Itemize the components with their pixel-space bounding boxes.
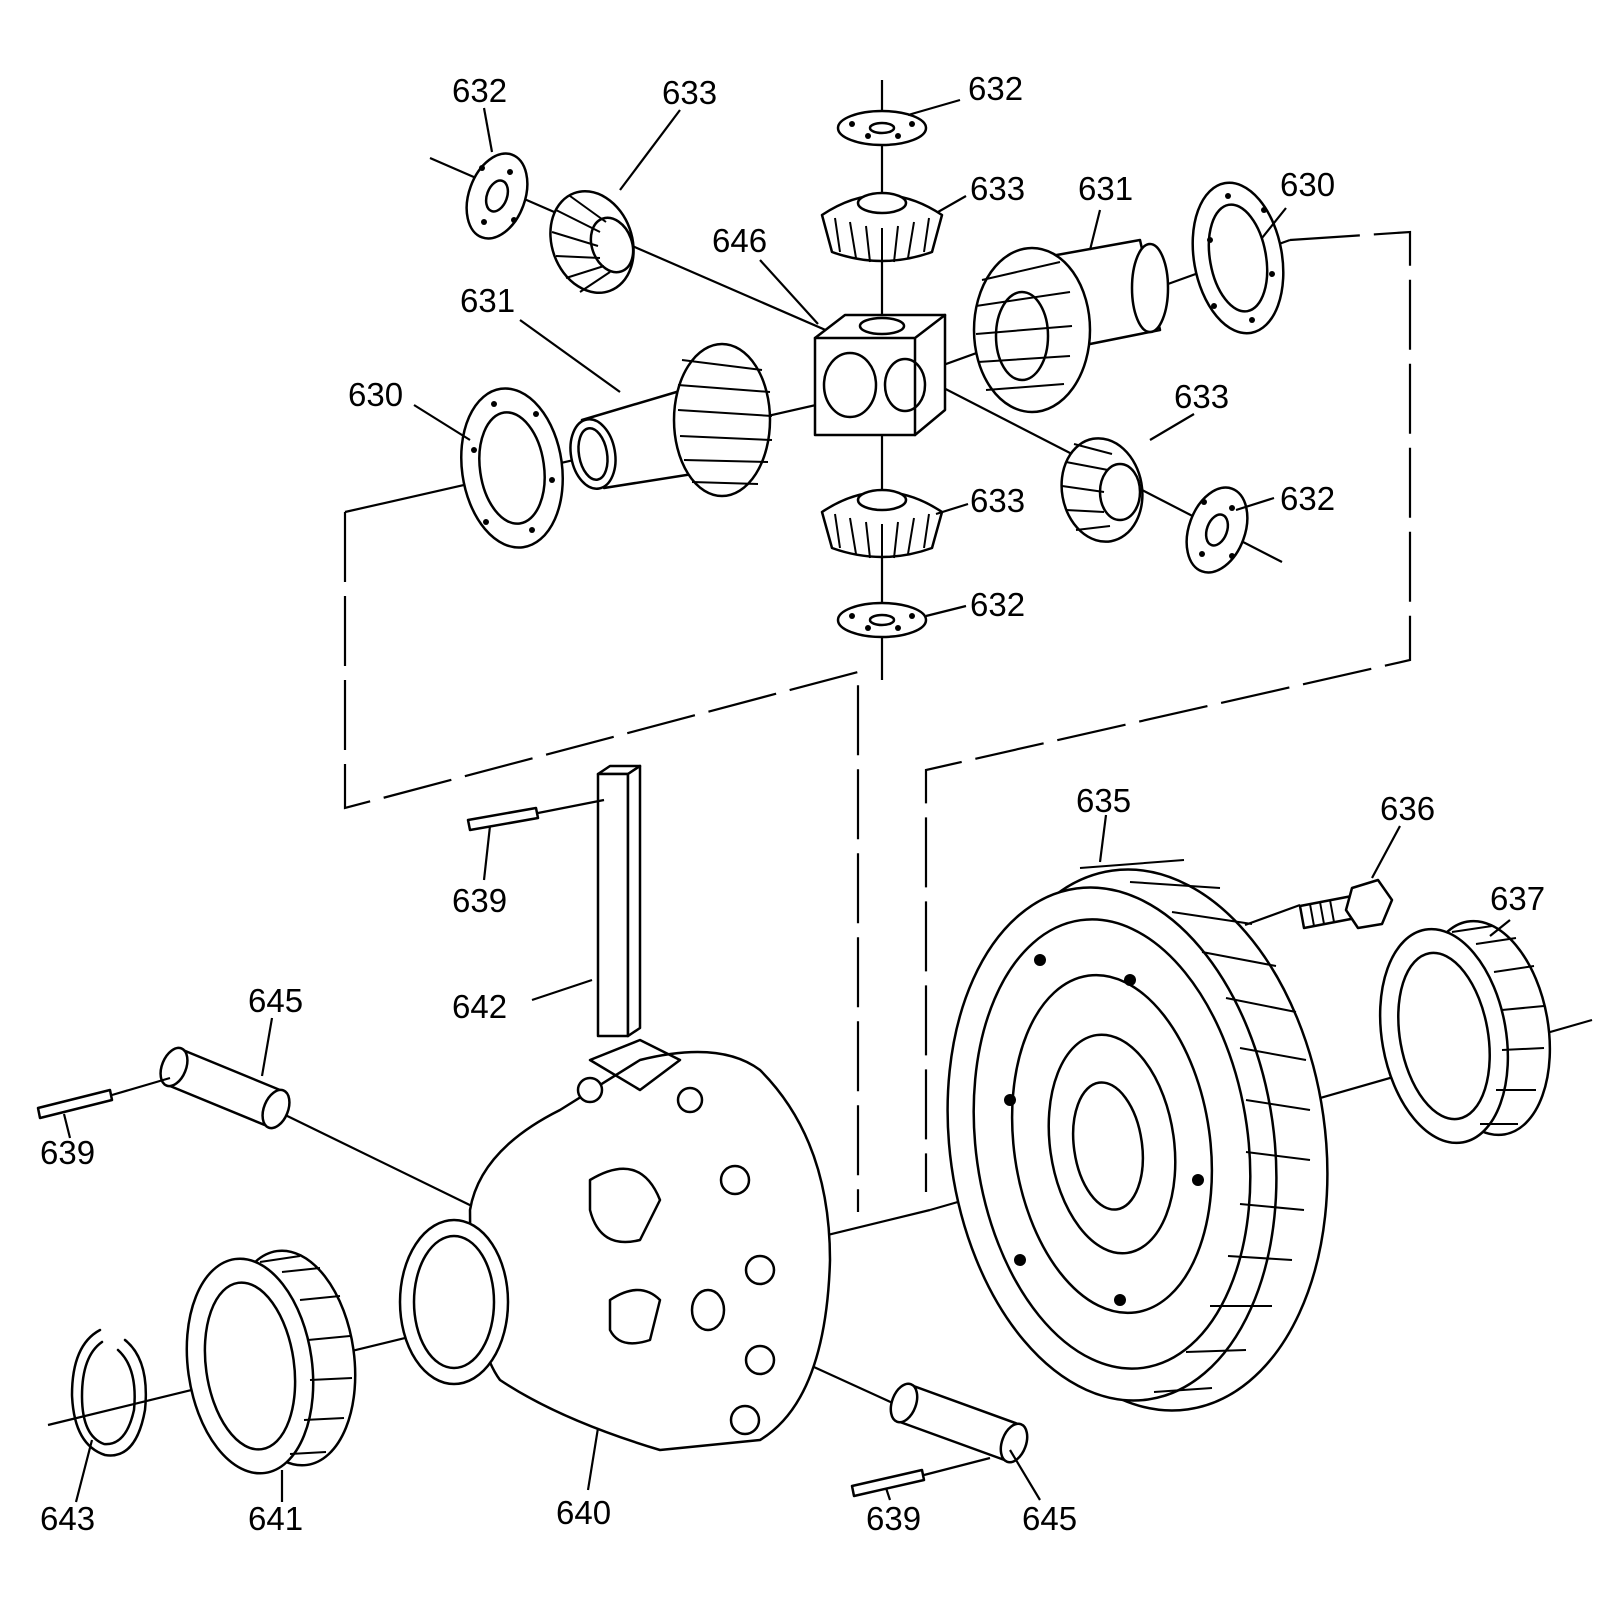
pinion-gear-633-top [820,191,944,263]
bearing-637-right [1378,919,1552,1145]
callout-632: 632 [452,72,507,109]
callout-635: 635 [1076,782,1131,819]
callout-637: 637 [1490,880,1545,917]
side-gear-631-right [972,238,1170,414]
callout-633: 633 [662,74,717,111]
callout-636: 636 [1380,790,1435,827]
cross-shaft-642 [596,764,642,1038]
phantom-lines [343,230,1412,1212]
callout-632: 632 [1280,480,1335,517]
callout-643: 643 [40,1500,95,1537]
callout-632: 632 [970,586,1025,623]
callout-645: 645 [248,982,303,1019]
pinion-gear-633-bottom [820,488,944,559]
callout-639: 639 [40,1134,95,1171]
callout-639: 639 [452,882,507,919]
callout-641: 641 [248,1500,303,1537]
callout-642: 642 [452,988,507,1025]
callout-633: 633 [970,482,1025,519]
sleeve-645-right [889,1382,1029,1464]
callout-633: 633 [970,170,1025,207]
callout-630: 630 [348,376,403,413]
callout-639: 639 [866,1500,921,1537]
thrust-washer-632-top [836,109,928,147]
callout-632: 632 [968,70,1023,107]
callout-646: 646 [712,222,767,259]
pinion-gear-633-upper-left [549,190,635,294]
thrust-washer-632-right [1185,486,1249,574]
pin-639-upper [466,798,605,832]
leader-lines [62,98,1511,1503]
thrust-washer-630-right [1191,181,1285,335]
thrust-washer-630-left [460,387,564,549]
bearing-641-left [185,1249,357,1475]
callout-631: 631 [460,282,515,319]
pin-639-left [36,1076,171,1120]
callout-640: 640 [556,1494,611,1531]
thrust-washer-632-upper-left [465,152,529,240]
pin-639-lower-right [850,1456,991,1498]
pinion-gear-633-right [1060,437,1144,543]
callout-630: 630 [1280,166,1335,203]
callout-labels: 632 633 632 633 631 630 646 631 630 633 … [40,70,1545,1537]
cross-block-646 [813,313,947,437]
bolt-636 [1298,878,1394,930]
callout-645: 645 [1022,1500,1077,1537]
thrust-washer-632-bottom [836,601,928,639]
side-gear-631-left [569,342,773,498]
snap-ring-643 [70,1328,147,1457]
ring-gear-635 [946,859,1329,1412]
sleeve-645-left [159,1046,291,1130]
callout-631: 631 [1078,170,1133,207]
callout-633: 633 [1174,378,1229,415]
differential-case-640 [398,1038,832,1452]
